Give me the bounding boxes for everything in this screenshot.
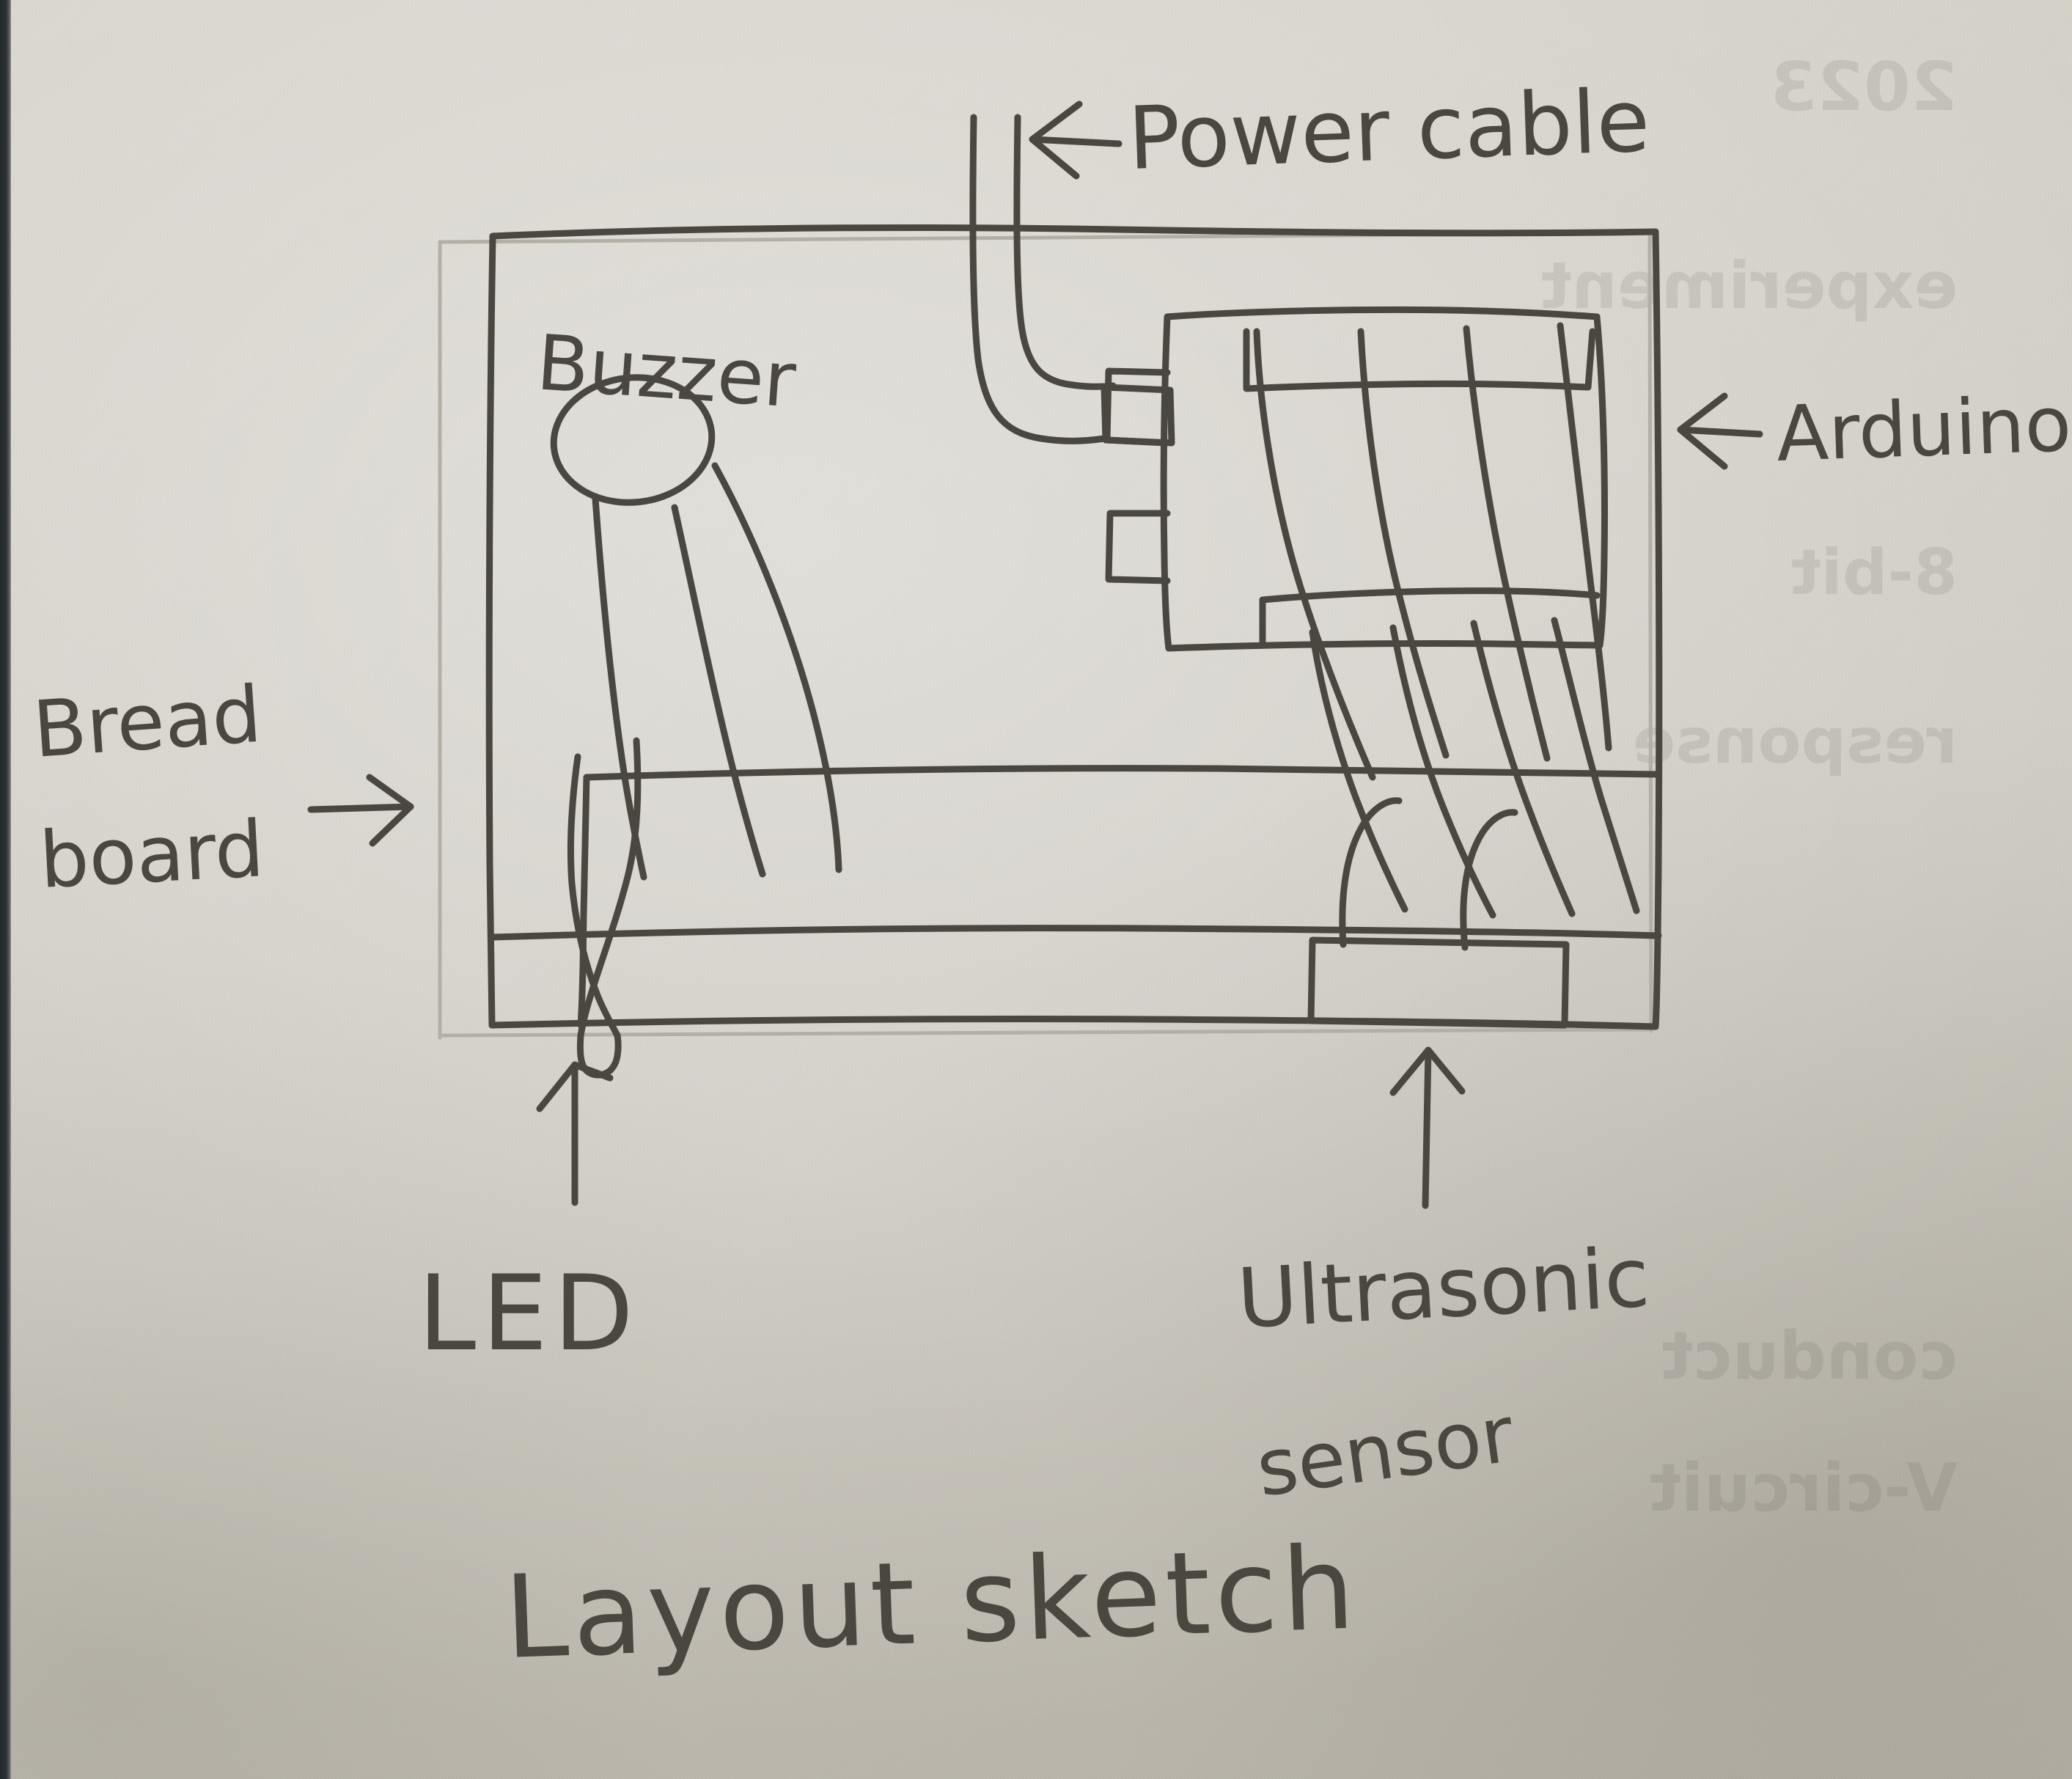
arduino-board xyxy=(1103,306,1640,919)
sketch-title: Layout sketch xyxy=(502,1521,1361,1684)
label-breadboard-line2: board xyxy=(37,804,266,906)
led-component xyxy=(567,737,642,1079)
label-led: LED xyxy=(418,1253,639,1374)
label-breadboard-line1: Bread xyxy=(30,670,264,775)
arrow-left-power-cable xyxy=(1029,100,1123,180)
label-buzzer: Buzzer xyxy=(534,318,798,425)
breadboard-body xyxy=(485,224,1663,1030)
svg-text:8-bit: 8-bit xyxy=(1790,536,1958,609)
photo-left-edge-shadow xyxy=(0,0,11,1779)
ultrasonic-sensor-component xyxy=(1307,797,1570,1029)
svg-text:2023: 2023 xyxy=(1770,48,1958,126)
svg-text:experiment: experiment xyxy=(1540,248,1958,323)
label-ultrasonic-line2: sensor xyxy=(1251,1389,1518,1514)
arrow-left-arduino xyxy=(1677,392,1763,470)
svg-text:conduct: conduct xyxy=(1661,1318,1958,1395)
buzzer-component xyxy=(550,374,842,881)
label-power-cable: Power cable xyxy=(1126,70,1651,189)
arrow-up-led xyxy=(536,1061,614,1206)
label-arduino: Arduino xyxy=(1775,379,2072,479)
arrow-up-ultrasonic xyxy=(1389,1046,1466,1209)
label-ultrasonic-line1: Ultrasonic xyxy=(1235,1230,1652,1347)
svg-text:response: response xyxy=(1633,705,1958,778)
arrow-right-breadboard xyxy=(307,774,414,847)
breadboard-ghost-outline xyxy=(438,231,1653,1040)
svg-text:V-circuit: V-circuit xyxy=(1650,1450,1958,1527)
